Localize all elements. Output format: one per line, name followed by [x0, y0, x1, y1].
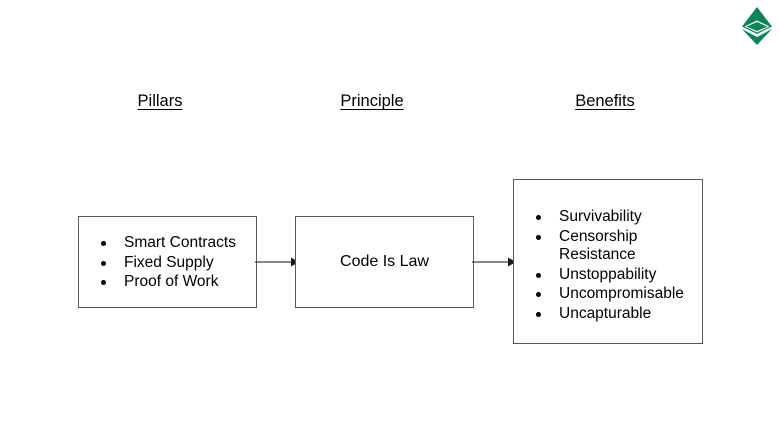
list-item: Uncompromisable	[531, 285, 699, 304]
principle-label: Code Is Law	[340, 253, 429, 270]
list-item: Survivability	[531, 208, 699, 227]
column-heading-benefits: Benefits	[575, 92, 635, 110]
list-item: Uncapturable	[531, 305, 699, 324]
column-heading-pillars: Pillars	[137, 92, 183, 110]
arrow-principle-to-benefits	[472, 252, 516, 272]
pillars-list: Smart Contracts Fixed Supply Proof of Wo…	[96, 234, 256, 293]
list-item: Smart Contracts	[96, 234, 256, 253]
list-item: Unstoppability	[531, 266, 699, 285]
principle-box: Code Is Law	[295, 216, 474, 308]
column-heading-principle: Principle	[340, 92, 404, 110]
pillars-box: Smart Contracts Fixed Supply Proof of Wo…	[78, 216, 257, 308]
benefits-box: Survivability Censorship Resistance Unst…	[513, 179, 703, 344]
benefits-list: Survivability Censorship Resistance Unst…	[531, 208, 699, 324]
arrow-pillars-to-principle	[255, 252, 299, 272]
list-item: Censorship Resistance	[531, 228, 699, 265]
list-item: Fixed Supply	[96, 254, 256, 273]
list-item: Proof of Work	[96, 273, 256, 292]
ethereum-classic-logo	[740, 6, 774, 46]
